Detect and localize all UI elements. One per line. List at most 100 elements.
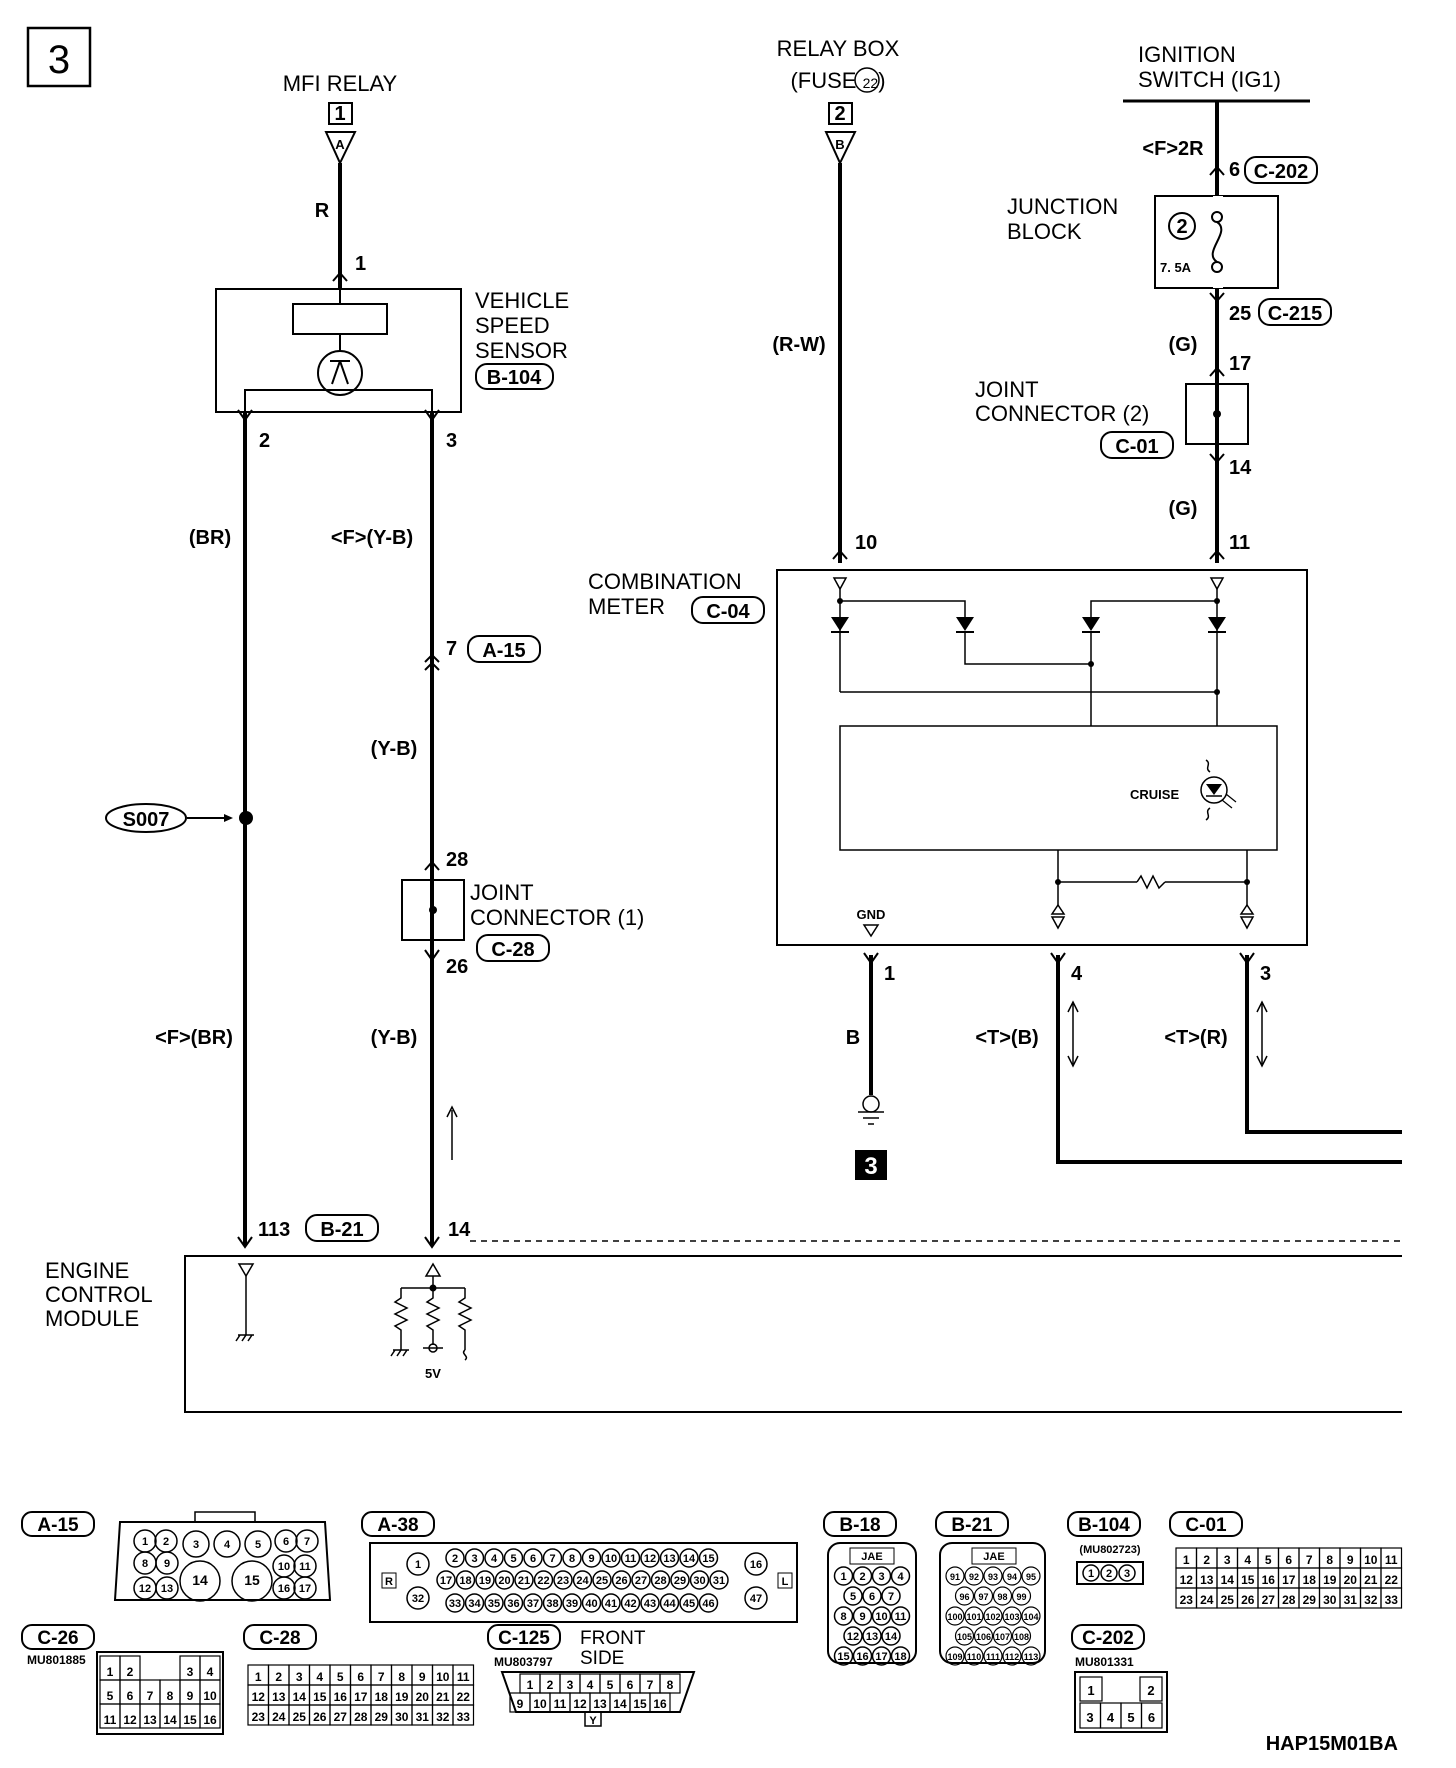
a15-pin-circle	[155, 1551, 179, 1575]
ecm-connector-ref-box	[305, 1214, 379, 1242]
c01-cell	[1380, 1587, 1403, 1609]
jc1-connector-ref: C-28	[491, 939, 534, 961]
a38-pin: 20	[498, 1575, 510, 1587]
b18-pin-circle	[843, 1626, 863, 1646]
b18-pin: 10	[875, 1611, 887, 1623]
b21-pin: 101	[966, 1612, 981, 1622]
gnd-terminal	[862, 924, 880, 938]
jc2-pin-14: 14	[1229, 457, 1252, 479]
jc2-label-1: JOINT	[975, 377, 1039, 402]
vss-pin-1: 1	[355, 253, 366, 275]
fuse-number: 22	[863, 75, 879, 91]
a38-pin: 38	[546, 1598, 558, 1610]
a38-pin: 45	[683, 1598, 695, 1610]
a38-pin: 37	[527, 1598, 539, 1610]
a38-pin-circle	[698, 1593, 719, 1613]
a38-pin: 25	[596, 1575, 608, 1587]
meter-label-1: COMBINATION	[588, 569, 742, 594]
ecm-label-1: ENGINE	[45, 1258, 129, 1283]
cruise-lamp-icon	[1200, 759, 1237, 821]
b21-pin-circle	[983, 1566, 1003, 1586]
c01-pin: 14	[1221, 1573, 1235, 1587]
b18-pin: 8	[840, 1611, 846, 1623]
a38-pin: 30	[693, 1575, 705, 1587]
c28-pin: 23	[252, 1710, 266, 1724]
a38-pin-circle	[503, 1593, 524, 1613]
b21-pin-circle	[1021, 1606, 1041, 1626]
jc2-pin-17: 17	[1229, 353, 1251, 375]
legend-tag-label: C-202	[1082, 1628, 1134, 1649]
b21-pin: 111	[986, 1652, 1000, 1662]
b21-pin: 97	[978, 1592, 988, 1602]
c202-housing	[1074, 1671, 1168, 1733]
cruise-label: CRUISE	[1130, 787, 1179, 802]
legend-tag-box	[21, 1511, 95, 1537]
meter-pin-11: 11	[1229, 532, 1250, 554]
c125-key: Y	[589, 1715, 597, 1727]
wire-tr-label: <T>(R)	[1164, 1027, 1227, 1049]
a38-pin: 34	[468, 1598, 481, 1610]
mfi-source-triangle	[324, 131, 357, 166]
c28-pin: 12	[252, 1690, 266, 1704]
ground-symbol	[858, 1095, 884, 1125]
a38-pin-circle	[611, 1570, 632, 1590]
b21-pin: 107	[995, 1632, 1010, 1642]
b21-pin-circle	[945, 1606, 965, 1626]
c125-pin: 15	[633, 1697, 647, 1711]
b18-pin-circle	[833, 1646, 854, 1666]
b18-pin: 12	[847, 1631, 859, 1643]
splice-ref: S007	[123, 809, 170, 831]
relay-box-label-1: RELAY BOX	[777, 36, 900, 61]
a38-pin-circle	[620, 1593, 641, 1613]
jb-label-1: JUNCTION	[1007, 194, 1118, 219]
c28-pin: 11	[457, 1670, 470, 1684]
ground-point-badge	[855, 1150, 887, 1180]
c26-pin: 6	[127, 1689, 134, 1703]
b18-pin-circle	[890, 1606, 911, 1626]
b18-pin-circle	[852, 1646, 873, 1666]
b21-pin: 108	[1014, 1632, 1029, 1642]
b18-maker-box	[849, 1547, 895, 1565]
b21-pin-circle	[964, 1606, 984, 1626]
c28-pin: 19	[395, 1690, 409, 1704]
splice-dot	[239, 811, 253, 825]
legend-tag-label: A-38	[377, 1515, 418, 1536]
jb-label-2: BLOCK	[1007, 219, 1082, 244]
c125-pin: 3	[567, 1678, 574, 1692]
c125-pin: 9	[517, 1697, 524, 1711]
b18-pin-circle	[833, 1606, 854, 1626]
jc1-pin-26: 26	[446, 956, 468, 978]
c28-pin: 20	[416, 1690, 430, 1704]
a38-pin-circle	[406, 1552, 430, 1576]
c01-pin: 11	[1385, 1553, 1398, 1567]
a38-pin-circle	[464, 1548, 485, 1568]
wire-f2r-label: <F>2R	[1142, 138, 1204, 160]
a38-pin: 7	[549, 1553, 555, 1565]
c26-cell	[199, 1703, 221, 1729]
gnd-label: GND	[857, 907, 886, 922]
b21-pin: 112	[1005, 1652, 1020, 1662]
legend-tag-box	[823, 1511, 897, 1537]
wire-fyb-label: <F>(Y-B)	[331, 527, 413, 549]
a38-pin: 35	[488, 1598, 500, 1610]
a38-l-mark: L	[782, 1576, 789, 1588]
b21-pin-circle	[1021, 1566, 1041, 1586]
a38-pin-circle	[484, 1593, 504, 1613]
a38-pin-circle	[572, 1570, 593, 1590]
c125-pin: 1	[527, 1678, 534, 1692]
a38-pin-circle	[640, 1593, 660, 1613]
a15-pin-circle	[295, 1529, 319, 1553]
c28-pin: 22	[457, 1690, 471, 1704]
a38-pin: 40	[585, 1598, 597, 1610]
a38-pin: 12	[644, 1553, 656, 1565]
c28-pin: 8	[398, 1670, 405, 1684]
jb-connector-ref-box	[1258, 298, 1332, 326]
a15-connector-mark	[424, 653, 440, 671]
legend-tag-box	[21, 1624, 95, 1650]
c01-pin: 21	[1364, 1573, 1378, 1587]
c26-pin: 14	[163, 1713, 177, 1727]
b104-housing	[1076, 1561, 1144, 1585]
b21-pin: 102	[985, 1612, 1000, 1622]
a15-pin: 17	[299, 1583, 311, 1595]
